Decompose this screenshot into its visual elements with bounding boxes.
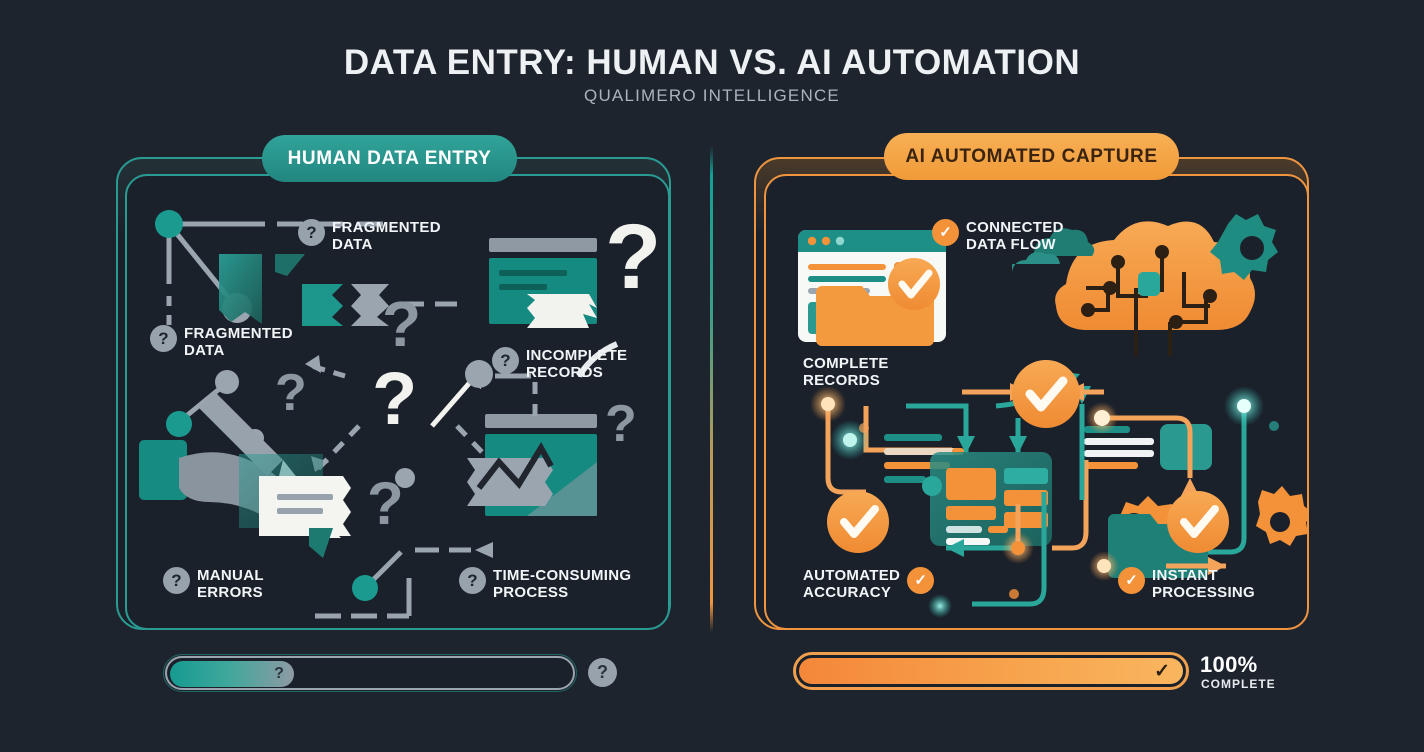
ai-illustration xyxy=(766,176,1307,628)
feature-complete-records: COMPLETE RECORDS xyxy=(803,355,889,390)
human-illustration: ? ? ? ? ? ? xyxy=(127,176,668,628)
ai-panel xyxy=(764,174,1309,630)
svg-text:?: ? xyxy=(605,395,637,453)
check-icon: ✓ xyxy=(1118,567,1145,594)
human-progress-bar[interactable]: ? xyxy=(165,656,575,690)
svg-text:?: ? xyxy=(605,206,661,308)
feature-time-consuming-process: ? TIME-CONSUMING PROCESS xyxy=(459,567,631,602)
question-icon: ? xyxy=(492,347,519,374)
question-icon: ? xyxy=(298,219,325,246)
question-icon: ? xyxy=(274,665,284,682)
svg-text:?: ? xyxy=(382,288,421,360)
feature-label: TIME-CONSUMING PROCESS xyxy=(493,567,632,601)
ai-panel-badge: AI AUTOMATED CAPTURE xyxy=(884,133,1179,180)
feature-label: CONNECTED DATA FLOW xyxy=(966,219,1064,253)
human-progress-question-icon: ? xyxy=(588,658,617,687)
check-icon: ✓ xyxy=(932,219,959,246)
feature-fragmented-data-left: ? FRAGMENTED DATA xyxy=(150,325,293,360)
feature-automated-accuracy: ✓ AUTOMATED ACCURACY xyxy=(803,567,935,602)
check-icon: ✓ xyxy=(1154,660,1170,682)
feature-label: INSTANT PROCESSING xyxy=(1152,567,1256,601)
human-progress-glow xyxy=(163,654,577,692)
ai-progress-percent: 100% xyxy=(1200,652,1258,677)
ai-progress-fill: ✓ xyxy=(799,658,1183,684)
header: DATA ENTRY: HUMAN VS. AI AUTOMATION QUAL… xyxy=(0,0,1424,120)
ai-progress-status: COMPLETE xyxy=(1201,677,1276,691)
feature-label: INCOMPLETE RECORDS xyxy=(526,347,628,381)
svg-text:?: ? xyxy=(275,364,307,422)
feature-incomplete-records: ? INCOMPLETE RECORDS xyxy=(492,347,627,382)
svg-text:?: ? xyxy=(372,357,417,440)
panel-divider xyxy=(710,146,713,632)
human-chaos-graphic: ? ? ? ? ? ? xyxy=(139,206,661,619)
human-panel: ? ? ? ? ? ? xyxy=(125,174,670,630)
feature-manual-errors: ? MANUAL ERRORS xyxy=(163,567,264,602)
check-icon: ✓ xyxy=(907,567,935,594)
feature-label: FRAGMENTED DATA xyxy=(184,325,293,359)
ai-flow-graphic xyxy=(798,214,1307,618)
page-subtitle: QUALIMERO INTELLIGENCE xyxy=(584,86,840,105)
feature-label: MANUAL ERRORS xyxy=(197,567,264,601)
page-title: DATA ENTRY: HUMAN VS. AI AUTOMATION xyxy=(343,43,1081,82)
question-icon: ? xyxy=(150,325,177,352)
question-icon: ? xyxy=(163,567,190,594)
feature-label: COMPLETE RECORDS xyxy=(803,355,889,389)
feature-connected-data-flow: ✓ CONNECTED DATA FLOW xyxy=(932,219,1064,254)
feature-instant-processing: ✓ INSTANT PROCESSING xyxy=(1118,567,1255,602)
human-progress-fill: ? xyxy=(170,661,294,687)
question-icon: ? xyxy=(459,567,486,594)
feature-fragmented-data-top: ? FRAGMENTED DATA xyxy=(298,219,441,254)
feature-label: FRAGMENTED DATA xyxy=(332,219,441,253)
feature-label: AUTOMATED ACCURACY xyxy=(803,567,901,601)
ai-progress-bar[interactable]: ✓ xyxy=(793,652,1189,690)
human-panel-badge: HUMAN DATA ENTRY xyxy=(262,135,517,182)
